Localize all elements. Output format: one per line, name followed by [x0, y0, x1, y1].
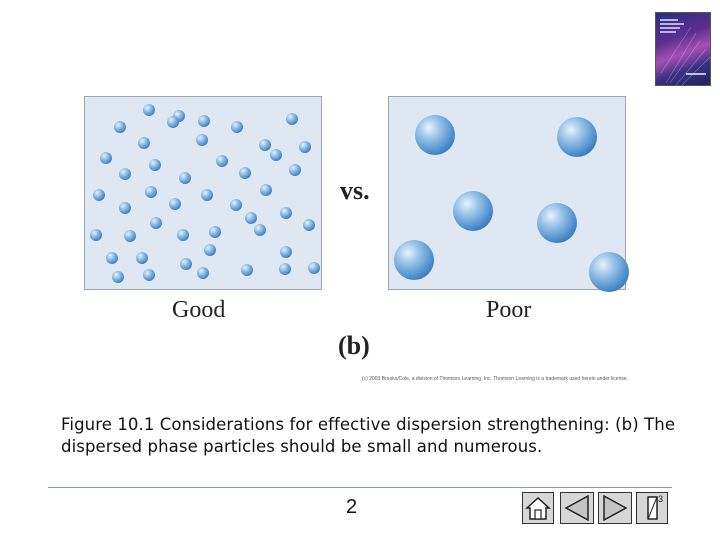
small-particle — [231, 121, 243, 133]
small-particle — [119, 202, 131, 214]
small-particle — [279, 263, 291, 275]
small-particle — [138, 137, 150, 149]
small-particle — [196, 134, 208, 146]
small-particle — [114, 121, 126, 133]
small-particle — [93, 189, 105, 201]
small-particle — [204, 244, 216, 256]
small-particle — [145, 186, 157, 198]
small-particle — [245, 212, 257, 224]
small-particle — [303, 219, 315, 231]
small-particle — [180, 258, 192, 270]
small-particle — [198, 115, 210, 127]
small-particle — [289, 164, 301, 176]
small-particle — [280, 207, 292, 219]
triangle-right-icon — [603, 494, 628, 522]
large-particle — [537, 203, 577, 243]
small-particle — [169, 198, 181, 210]
book-cover-art — [660, 19, 710, 85]
large-particle — [394, 240, 434, 280]
end-counter: 3 — [658, 494, 664, 504]
page-number: 2 — [346, 496, 358, 518]
good-dispersion-panel — [84, 96, 322, 290]
small-particle — [124, 230, 136, 242]
large-particle — [415, 115, 455, 155]
small-particle — [149, 159, 161, 171]
small-particle — [201, 189, 213, 201]
home-icon — [525, 496, 551, 520]
small-particle — [100, 152, 112, 164]
small-particle — [119, 168, 131, 180]
previous-slide-button[interactable] — [560, 492, 594, 524]
small-particle — [209, 226, 221, 238]
small-particle — [286, 113, 298, 125]
home-button[interactable] — [522, 492, 554, 524]
small-particle — [106, 252, 118, 264]
small-particle — [260, 184, 272, 196]
small-particle — [254, 224, 266, 236]
copyright-notice: (c) 2003 Brooks/Cole, a division of Thom… — [361, 376, 629, 382]
small-particle — [216, 155, 228, 167]
book-cover-thumbnail — [655, 12, 711, 86]
footer-divider — [48, 487, 672, 488]
small-particle — [230, 199, 242, 211]
small-particle — [90, 229, 102, 241]
large-particle — [453, 191, 493, 231]
small-particle — [280, 246, 292, 258]
small-particle — [167, 116, 179, 128]
small-particle — [299, 141, 311, 153]
end-slide-button[interactable]: 3 — [636, 492, 668, 524]
small-particle — [197, 267, 209, 279]
small-particle — [241, 264, 253, 276]
end-icon — [647, 496, 658, 520]
small-particle — [239, 167, 251, 179]
figure-part-label: (b) — [338, 331, 370, 360]
small-particle — [150, 217, 162, 229]
small-particle — [259, 139, 271, 151]
small-particle — [270, 149, 282, 161]
vs-label: vs. — [340, 176, 370, 205]
triangle-left-icon — [564, 494, 589, 522]
small-particle — [179, 172, 191, 184]
poor-dispersion-panel — [388, 96, 629, 292]
small-particle — [136, 252, 148, 264]
large-particle — [589, 252, 629, 292]
small-particle — [177, 229, 189, 241]
good-label: Good — [172, 297, 226, 323]
small-particle — [308, 262, 320, 274]
poor-label: Poor — [486, 297, 532, 323]
small-particle — [143, 269, 155, 281]
large-particle — [557, 117, 597, 157]
figure-caption: Figure 10.1 Considerations for effective… — [61, 415, 676, 456]
small-particle — [112, 271, 124, 283]
small-particle — [143, 104, 155, 116]
next-slide-button[interactable] — [598, 492, 632, 524]
